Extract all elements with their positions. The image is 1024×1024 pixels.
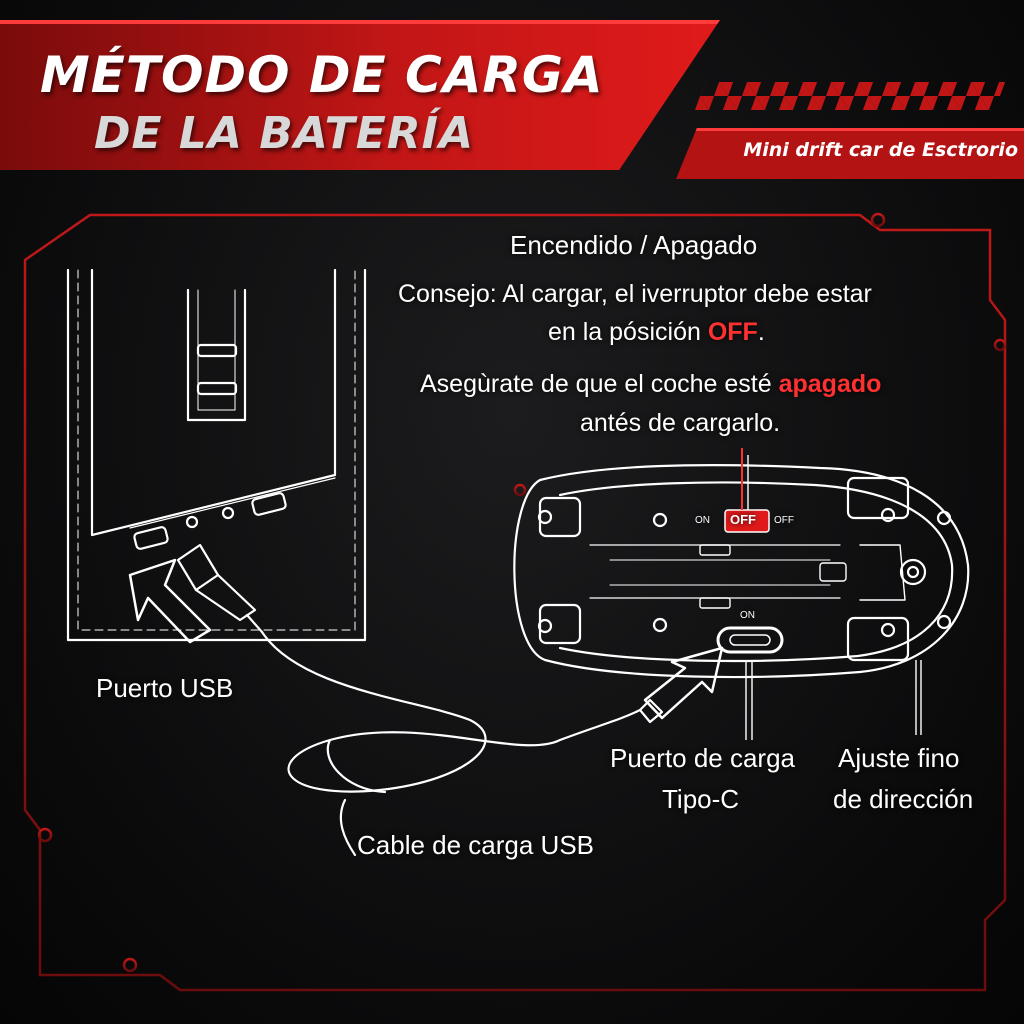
frame-border [23,212,1007,992]
tip-off-highlight: OFF [707,318,758,346]
page-subtitle: DE LA BATERÍA [94,108,475,159]
tip-line2: en la pósición OFF. [548,318,765,347]
brand-tag [676,128,1024,179]
switch-on-mark: ON [695,515,710,526]
charge-port-label-line1: Puerto de carga [610,743,796,773]
tip-line2-prefix: en la pósición [548,318,708,346]
port-mark: ON [740,610,755,621]
switch-label: Encendido / Apagado [510,230,758,260]
charge-port-label-line2: Tipo-C [662,784,740,814]
usb-port-label: Puerto USB [96,673,234,703]
leader-lines [741,448,922,740]
trim-label-line1: Ajuste fino [838,743,960,773]
tip-line2-suffix: . [757,318,765,346]
warn-apagado-highlight: apagado [778,370,882,398]
usb-power-bank [66,268,367,642]
title-banner [0,20,720,170]
checkered-flag-decoration [694,82,1006,110]
usb-cable [176,543,664,857]
warn-line1-prefix: Asegùrate de que el coche esté [420,370,779,398]
switch-off-text: OFF [730,512,756,527]
tip-line1: Consejo: Al cargar, el iverruptor debe e… [398,280,872,308]
warn-line1: Asegùrate de que el coche esté apagado [420,370,881,399]
type-c-arrow [643,646,724,720]
brand-text: Mini drift car de Esctrorio [743,139,1018,161]
car-chassis [513,464,970,679]
page-title: MÉTODO DE CARGA [40,46,604,104]
warn-line2: antés de cargarlo. [580,409,781,437]
cable-label: Cable de carga USB [357,830,595,860]
trim-label-line2: de dirección [833,784,974,814]
switch-off-mark: OFF [774,515,794,526]
usb-port-arrow [128,558,212,644]
